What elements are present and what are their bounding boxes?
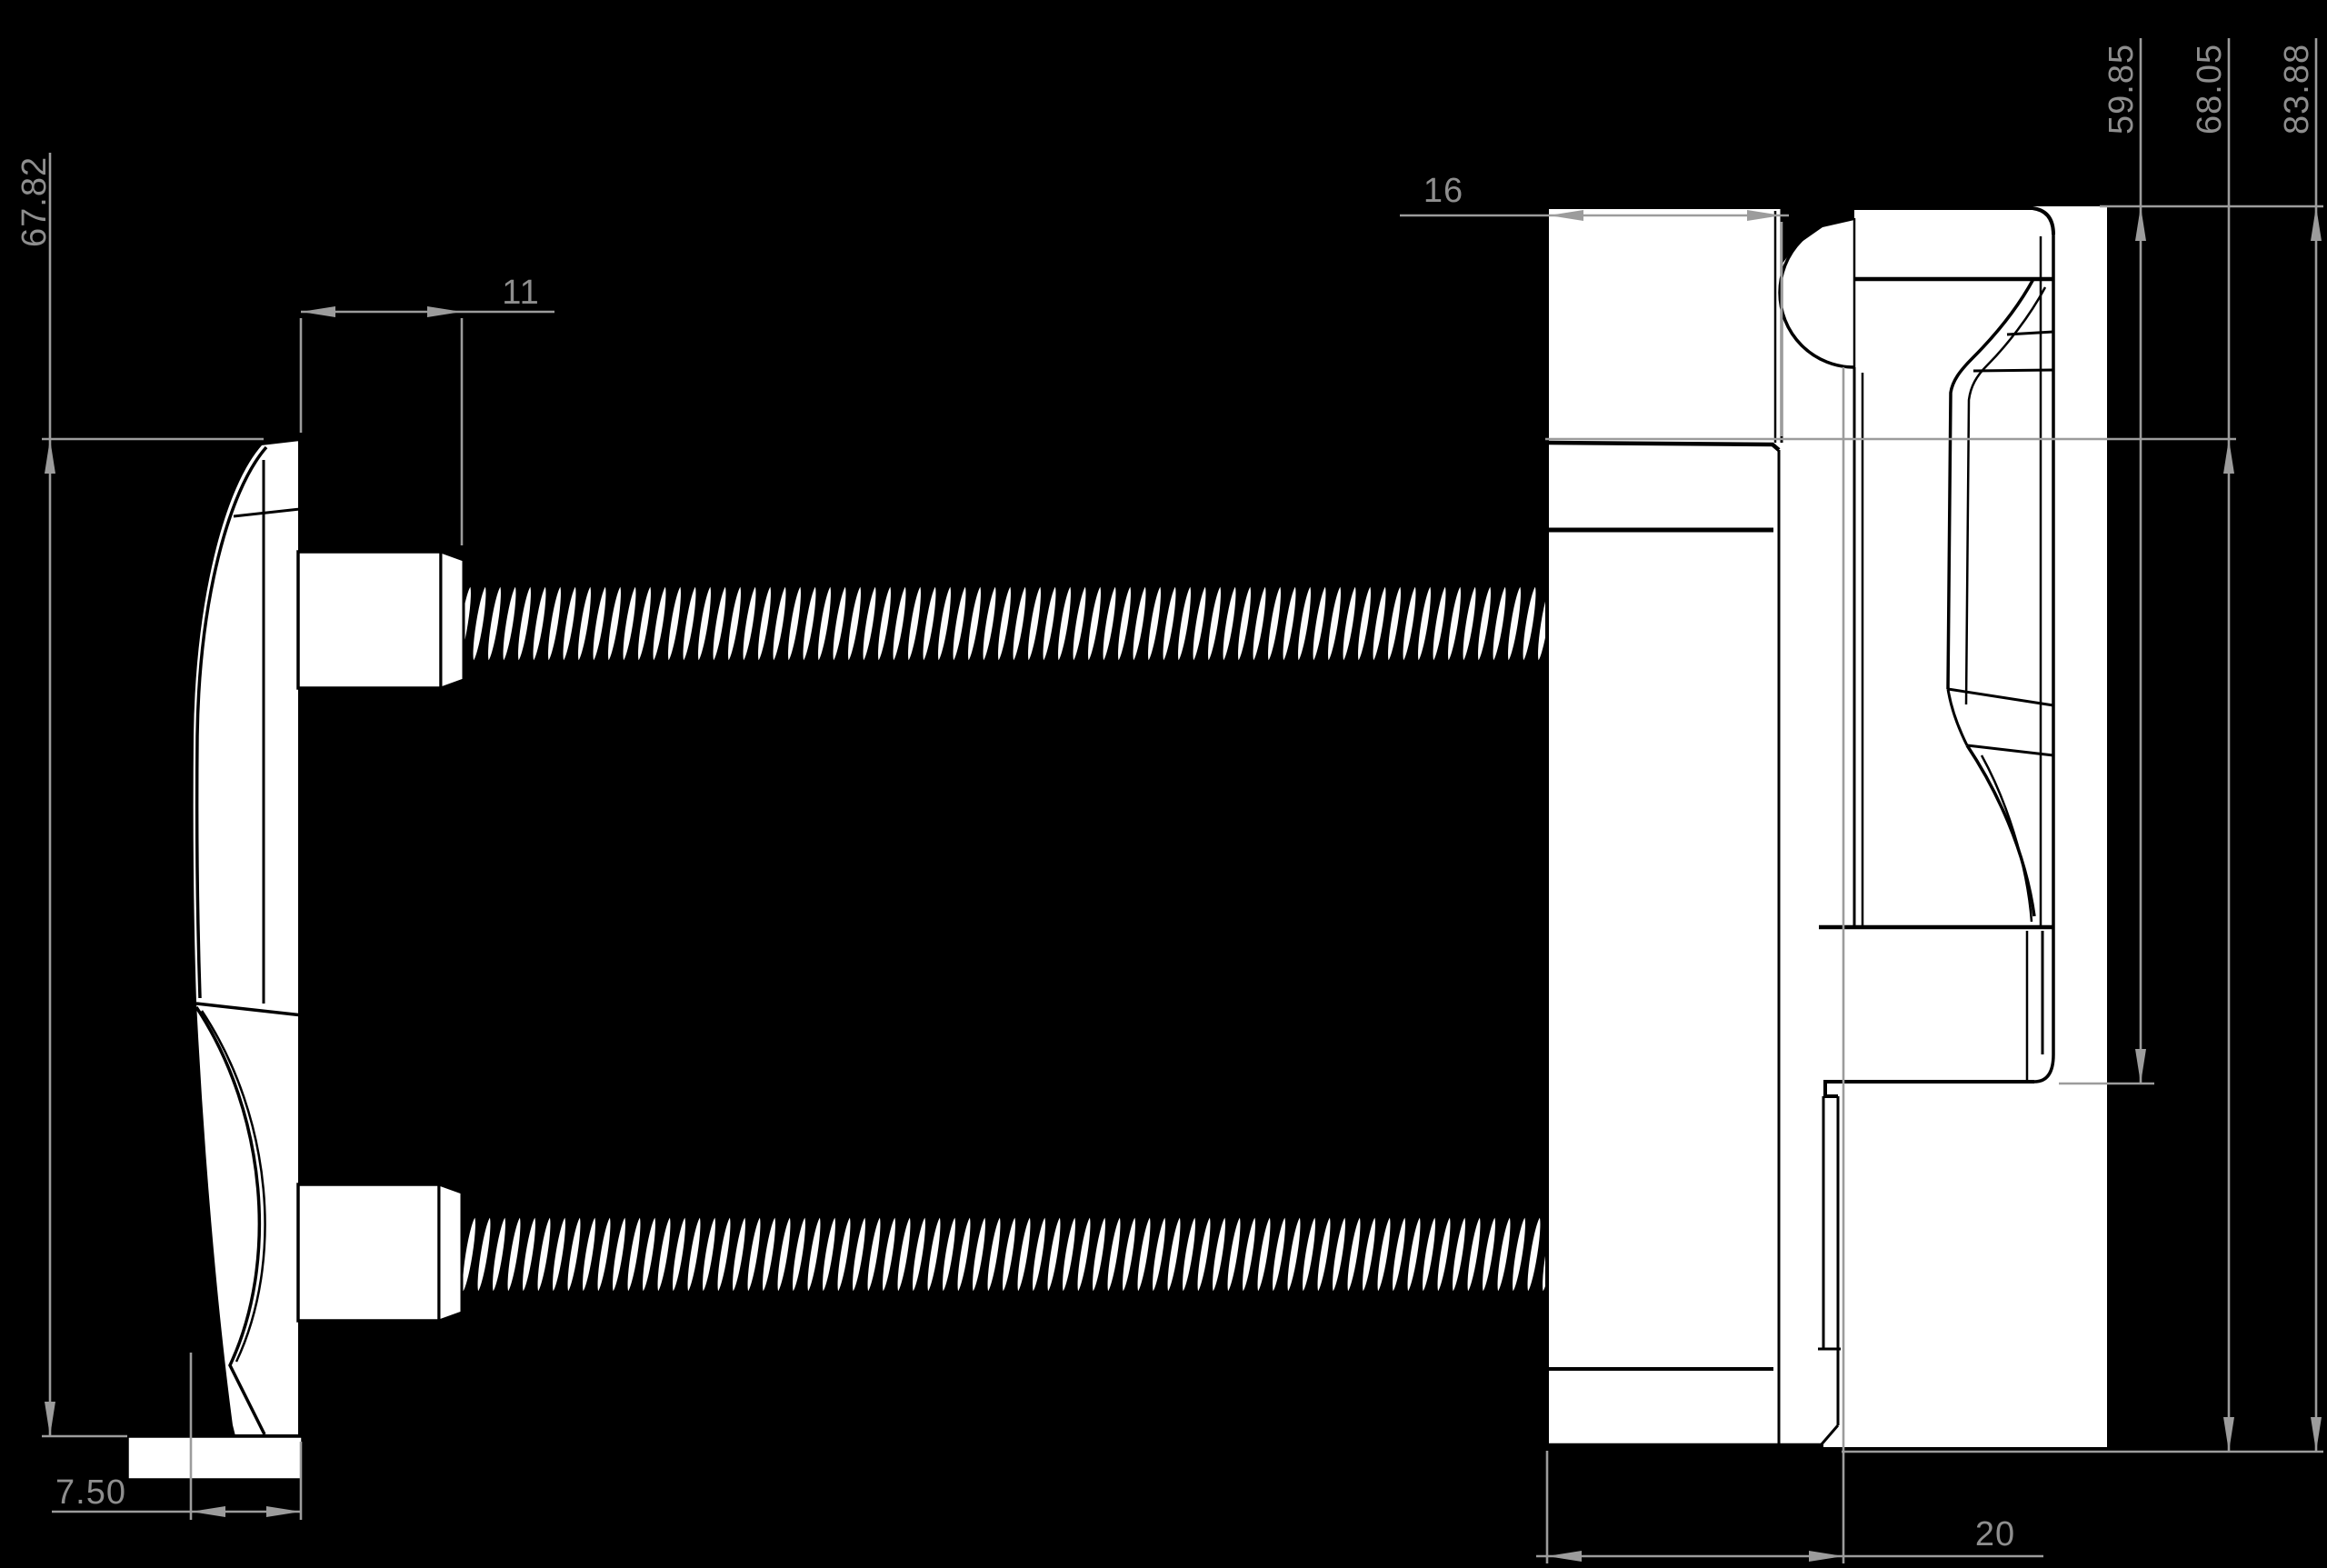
dimension-label: 59.85 [2102,44,2141,135]
grip-base-corner [2033,1054,2055,1084]
grip-left-edge-mid [1946,688,1969,746]
dimension-label: 67.82 [15,156,54,247]
case-silhouette [1547,206,2107,1447]
dimension-annotations: 67.82 11 7.50 16 20 [15,38,2323,1563]
arrow-left-icon [1549,210,1583,221]
grip-knuckle-line-2 [1972,368,2054,373]
grip-base-bottom-edge [1823,1080,2034,1098]
threaded-rod-bottom [462,1215,1547,1293]
arrow-left-icon [1547,1551,1582,1562]
rose-plate-waist-seam [195,1002,304,1017]
dimension-label: 16 [1423,172,1463,210]
dimension-label: 7.50 [55,1473,126,1512]
dimension-overall-height: 83.88 [2278,38,2322,1452]
rose-plate-lower-arc [195,1006,266,1435]
spindle-boss-arc [1778,216,1855,369]
dimension-label: 68.05 [2191,44,2229,135]
grip-neck-outer [1946,278,2035,690]
arrow-right-icon [1809,1551,1843,1562]
stud-boss-bottom-body [296,1183,441,1323]
dimension-plate-depth: 7.50 [52,1473,301,1517]
stud-boss-top [296,549,465,691]
arrow-down-icon [2311,1417,2322,1452]
stud-boss-bottom-cap [437,1182,464,1323]
handle-top-edge [1854,206,2055,235]
mounting-foot [125,1434,305,1482]
arrow-right-icon [427,306,462,317]
arrow-up-icon [45,439,55,474]
arrow-up-icon [2311,206,2322,241]
dimension-plate-height: 67.82 [15,153,55,1436]
dimension-post-width: 16 [1400,172,1789,221]
dimension-label: 20 [1975,1515,2015,1553]
case-bottom-chamfer [1819,1424,1840,1446]
grip-break-line-1 [1947,687,2054,707]
lock-case-and-handle [1545,205,2107,1448]
stud-boss-top-cap [439,549,465,691]
dimension-case-width: 20 [1536,1515,2043,1562]
grip-knuckle-line-1 [2006,330,2054,336]
arrow-down-icon [2135,1049,2146,1084]
case-step-edges [1818,1096,1841,1425]
rose-plate-upper-seam [233,507,301,518]
handle-grip [1819,206,2055,1098]
stud-boss-top-body [296,550,443,690]
dimension-grip-height: 59.85 [2102,38,2146,1084]
arrow-down-icon [2223,1417,2234,1452]
grip-neck-inner [1964,286,2047,705]
threaded-rod-top [457,584,1547,663]
arrow-left-icon [191,1506,225,1517]
rose-plate-outline [189,436,302,1438]
grip-lower-curve-outer [1965,744,2036,917]
dimension-label: 83.88 [2278,44,2316,135]
rose-plate [125,436,305,1482]
arrow-right-icon [1747,210,1782,221]
arrow-right-icon [266,1506,301,1517]
rose-plate-lower-arc-inner [200,1010,266,1363]
grip-break-line-2 [1966,744,2054,757]
arrow-up-icon [2135,206,2146,241]
dimension-stud-standoff: 11 [301,274,554,317]
grip-lower-curve-inner [1980,754,2033,923]
arrow-down-icon [45,1402,55,1436]
case-top-edge [1546,440,1781,452]
arrow-up-icon [2223,439,2234,474]
dimension-case-height: 68.05 [2191,38,2234,1452]
rose-plate-rim-arc [195,445,268,999]
arrow-left-icon [301,306,335,317]
dimension-label: 11 [502,274,539,312]
stud-boss-bottom [296,1182,464,1323]
